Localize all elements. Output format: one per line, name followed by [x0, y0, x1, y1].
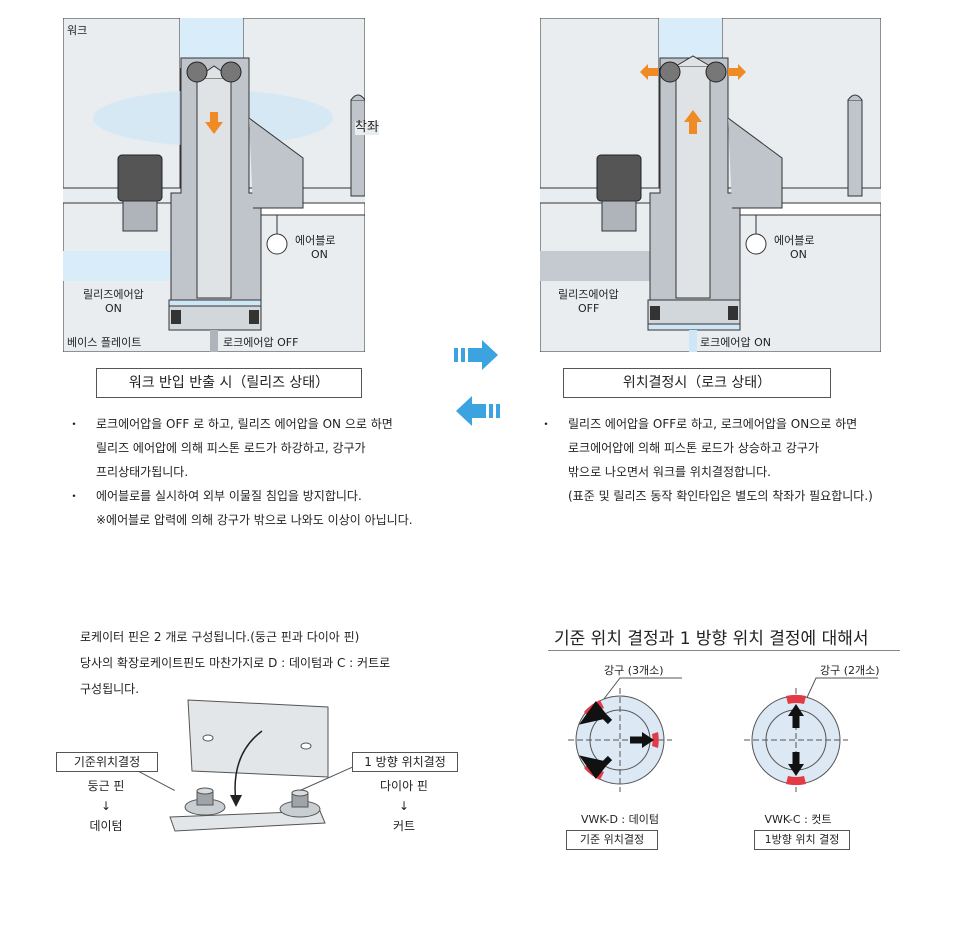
- release-air-label-right: 릴리즈에어압: [558, 288, 619, 301]
- note-item: ・ 로크에어압을 OFF 로 하고, 릴리즈 에어압을 ON 으로 하면 릴리즈…: [68, 412, 413, 484]
- air-blow-label-right: 에어블로: [774, 234, 815, 247]
- right-balls-label: 강구 (2개소): [820, 664, 880, 677]
- desc-line: 로케이터 핀은 2 개로 구성됩니다.(둥근 핀과 다이아 핀): [80, 630, 360, 644]
- ref-section-title: 기준 위치 결정과 1 방향 위치 결정에 대해서: [554, 629, 869, 649]
- air-blow-label: 에어블로: [295, 234, 336, 247]
- down-arrow-icon: ↓: [100, 799, 112, 813]
- lock-state-caption: 위치결정시（로크 상태）: [563, 368, 831, 398]
- lock-air-label: 로크에어압 OFF: [223, 336, 299, 349]
- datum-label: 데이텀: [89, 819, 123, 833]
- release-state-notes: ・ 로크에어압을 OFF 로 하고, 릴리즈 에어압을 ON 으로 하면 릴리즈…: [68, 412, 413, 532]
- bullet-mark: ・: [68, 489, 81, 503]
- desc-line: 당사의 확장로케이트핀도 마찬가지로 D : 데이텀과 C : 커트로: [80, 656, 391, 670]
- release-state-caption: 워크 반입 반출 시（릴리즈 상태）: [96, 368, 362, 398]
- note-line: ※에어블로 압력에 의해 강구가 밖으로 나와도 이상이 아닙니다.: [96, 513, 413, 527]
- bullet-mark: ・: [68, 417, 81, 431]
- one-direction-pin-type: 다이아 핀 ↓ 커트: [352, 776, 456, 836]
- reference-pin-type: 둥근 핀 ↓ 데이텀: [56, 776, 156, 836]
- title-underline: [548, 650, 900, 651]
- lock-state-notes: ・ 릴리즈 에어압을 OFF로 하고, 로크에어압을 ON으로 하면 로크에어압…: [540, 412, 873, 508]
- release-state-drawing: [63, 18, 365, 352]
- lock-state-diagram: 에어블로 ON 릴리즈에어압 OFF 로크에어압 ON: [540, 18, 881, 352]
- ball-arrangement-diagram: [568, 677, 878, 792]
- left-model-box: 기준 위치결정: [566, 830, 658, 850]
- seat-label: 착좌: [355, 120, 379, 135]
- note-line: 로크에어압을 OFF 로 하고, 릴리즈 에어압을 ON 으로 하면: [96, 417, 393, 431]
- locate-pin-description: 로케이터 핀은 2 개로 구성됩니다.(둥근 핀과 다이아 핀) 당사의 확장로…: [80, 624, 390, 702]
- lock-air-label-right: 로크에어압 ON: [700, 336, 771, 349]
- left-model-label: VWK-D : 데이텀: [581, 813, 659, 826]
- note-item: ・ 릴리즈 에어압을 OFF로 하고, 로크에어압을 ON으로 하면 로크에어압…: [540, 412, 873, 508]
- lock-state-drawing: [540, 18, 881, 352]
- work-label: 워크: [67, 24, 88, 37]
- state-transition-arrows: [454, 340, 500, 426]
- release-off-label-right: OFF: [578, 302, 600, 315]
- right-model-box: 1방향 위치 결정: [754, 830, 850, 850]
- down-arrow-icon: ↓: [398, 799, 410, 813]
- bullet-mark: ・: [540, 417, 553, 431]
- left-balls-label: 강구 (3개소): [604, 664, 664, 677]
- note-line: (표준 및 릴리즈 동작 확인타입은 별도의 착좌가 필요합니다.): [568, 489, 873, 503]
- cut-label: 커트: [392, 819, 416, 833]
- note-item: ・ 에어블로를 실시하여 외부 이물질 침입을 방지합니다. ※에어블로 압력에…: [68, 484, 413, 532]
- release-air-label: 릴리즈에어압: [83, 288, 144, 301]
- note-line: 로크에어압에 의해 피스톤 로드가 상승하고 강구가: [568, 441, 819, 455]
- diamond-pin-label: 다이아 핀: [380, 779, 428, 793]
- desc-line: 구성됩니다.: [80, 682, 140, 696]
- note-line: 밖으로 나오면서 워크를 위치결정합니다.: [568, 465, 771, 479]
- note-line: 릴리즈 에어압에 의해 피스톤 로드가 하강하고, 강구가: [96, 441, 366, 455]
- air-blow-on-label: ON: [311, 248, 328, 261]
- arrow-right-icon: [454, 340, 498, 370]
- note-line: 프리상태가됩니다.: [96, 465, 189, 479]
- locate-pin-illustration: [169, 699, 329, 832]
- air-blow-on-label-right: ON: [790, 248, 807, 261]
- round-pin-label: 둥근 핀: [87, 779, 125, 793]
- one-direction-positioning-box: 1 방향 위치결정: [352, 752, 458, 772]
- right-model-label: VWK-C : 컷트: [764, 813, 832, 826]
- reference-positioning-box: 기준위치결정: [56, 752, 158, 772]
- base-plate-label: 베이스 플레이트: [67, 336, 142, 349]
- note-line: 에어블로를 실시하여 외부 이물질 침입을 방지합니다.: [96, 489, 362, 503]
- note-line: 릴리즈 에어압을 OFF로 하고, 로크에어압을 ON으로 하면: [568, 417, 858, 431]
- release-on-label: ON: [105, 302, 122, 315]
- release-state-diagram: 워크 착좌 에어블로 ON 릴리즈에어압 ON 베이스 플레이트 로크에어압 O…: [63, 18, 379, 352]
- arrow-left-icon: [456, 396, 500, 426]
